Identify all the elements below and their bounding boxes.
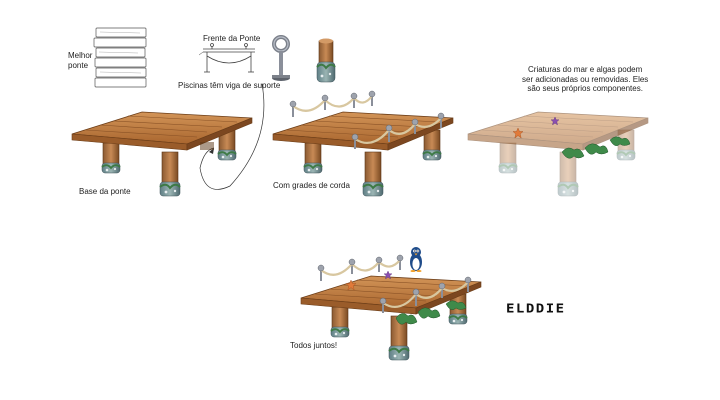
label-creatures-note: Criaturas do mar e algas podem ser adici… — [522, 65, 649, 94]
artist-signature: ELDDIE — [506, 301, 566, 317]
bridge-front-sketch — [198, 43, 255, 73]
starfish-purple-icon — [383, 270, 393, 280]
label-bridge-front: Frente da Ponte — [203, 34, 261, 43]
starfish-orange-icon — [345, 279, 357, 291]
plank-sketch — [93, 27, 147, 88]
wooden-post-component — [316, 38, 336, 83]
label-all-together: Todos juntos! — [290, 341, 338, 350]
penguin-icon — [410, 247, 422, 272]
bridge-base-model — [71, 111, 253, 197]
starfish-purple-icon — [550, 116, 560, 126]
bridge-creatures-model — [467, 111, 649, 197]
label-rope-rails: Com grades de corda — [273, 181, 350, 190]
label-bridge-base: Base da ponte — [79, 187, 131, 196]
metal-ring-post — [272, 35, 290, 81]
label-support-beam: Piscinas têm viga de suporte — [178, 81, 281, 90]
starfish-orange-icon — [512, 127, 524, 139]
seaweed-icon — [395, 300, 467, 325]
bridge-complete-model — [300, 247, 482, 361]
bridge-rope-model — [272, 90, 454, 197]
seaweed-icon — [561, 136, 631, 159]
annotation-arrow — [199, 83, 265, 190]
label-better-bridge: Melhor ponte — [68, 51, 93, 70]
